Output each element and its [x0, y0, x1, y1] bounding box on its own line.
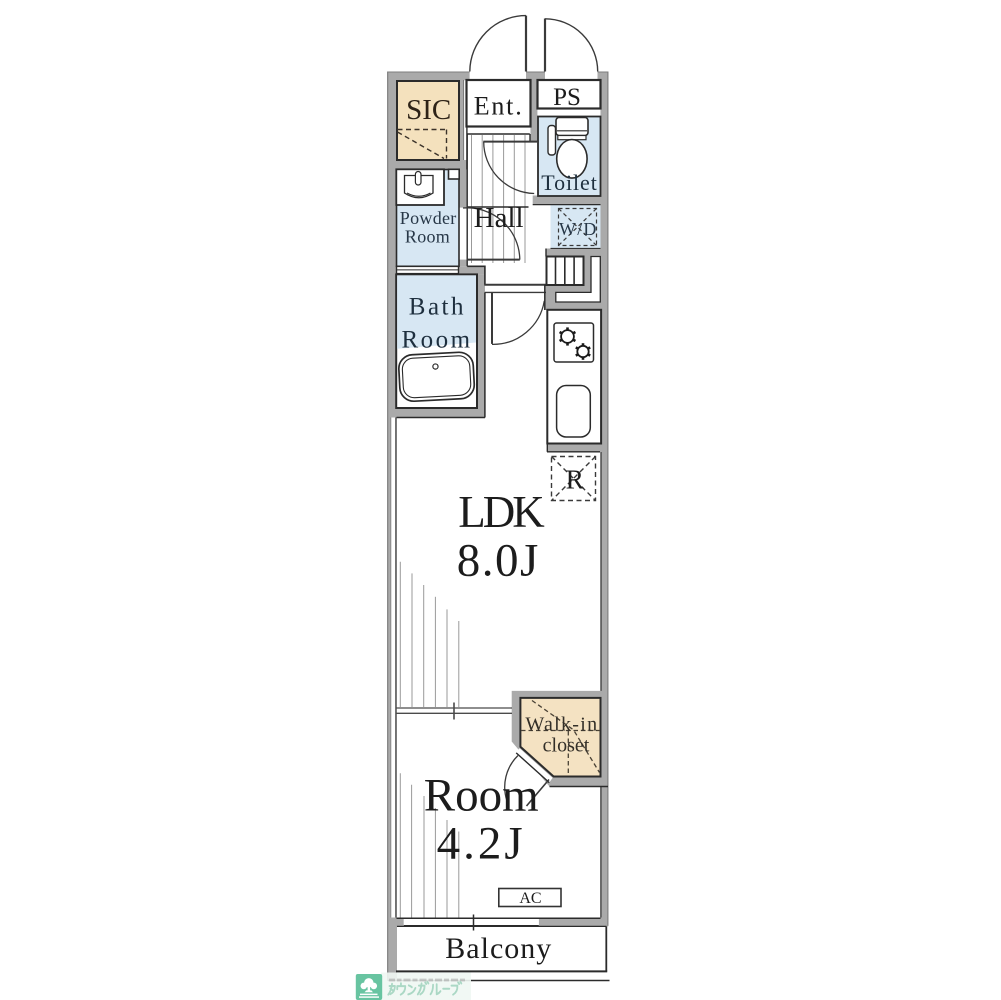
svg-text:Powder: Powder: [400, 208, 457, 228]
svg-text:closet: closet: [543, 735, 590, 757]
svg-text:PS: PS: [553, 84, 581, 111]
svg-text:AC: AC: [519, 890, 541, 907]
svg-text:Room: Room: [405, 226, 450, 246]
svg-text:Bath: Bath: [409, 293, 466, 320]
svg-text:Room: Room: [424, 770, 539, 822]
svg-text:8.0J: 8.0J: [457, 535, 540, 587]
svg-text:W/D: W/D: [559, 219, 598, 239]
svg-text:R: R: [566, 464, 585, 495]
svg-text:LDK: LDK: [458, 487, 545, 537]
svg-text:Balcony: Balcony: [445, 932, 552, 965]
svg-text:Ent.: Ent.: [474, 91, 524, 120]
svg-text:Walk-in: Walk-in: [525, 713, 598, 735]
svg-text:Room: Room: [401, 326, 472, 353]
svg-text:Toilet: Toilet: [541, 170, 597, 195]
svg-text:SIC: SIC: [406, 94, 451, 126]
svg-text:4.2J: 4.2J: [437, 818, 526, 870]
svg-text:Hall: Hall: [474, 202, 524, 234]
